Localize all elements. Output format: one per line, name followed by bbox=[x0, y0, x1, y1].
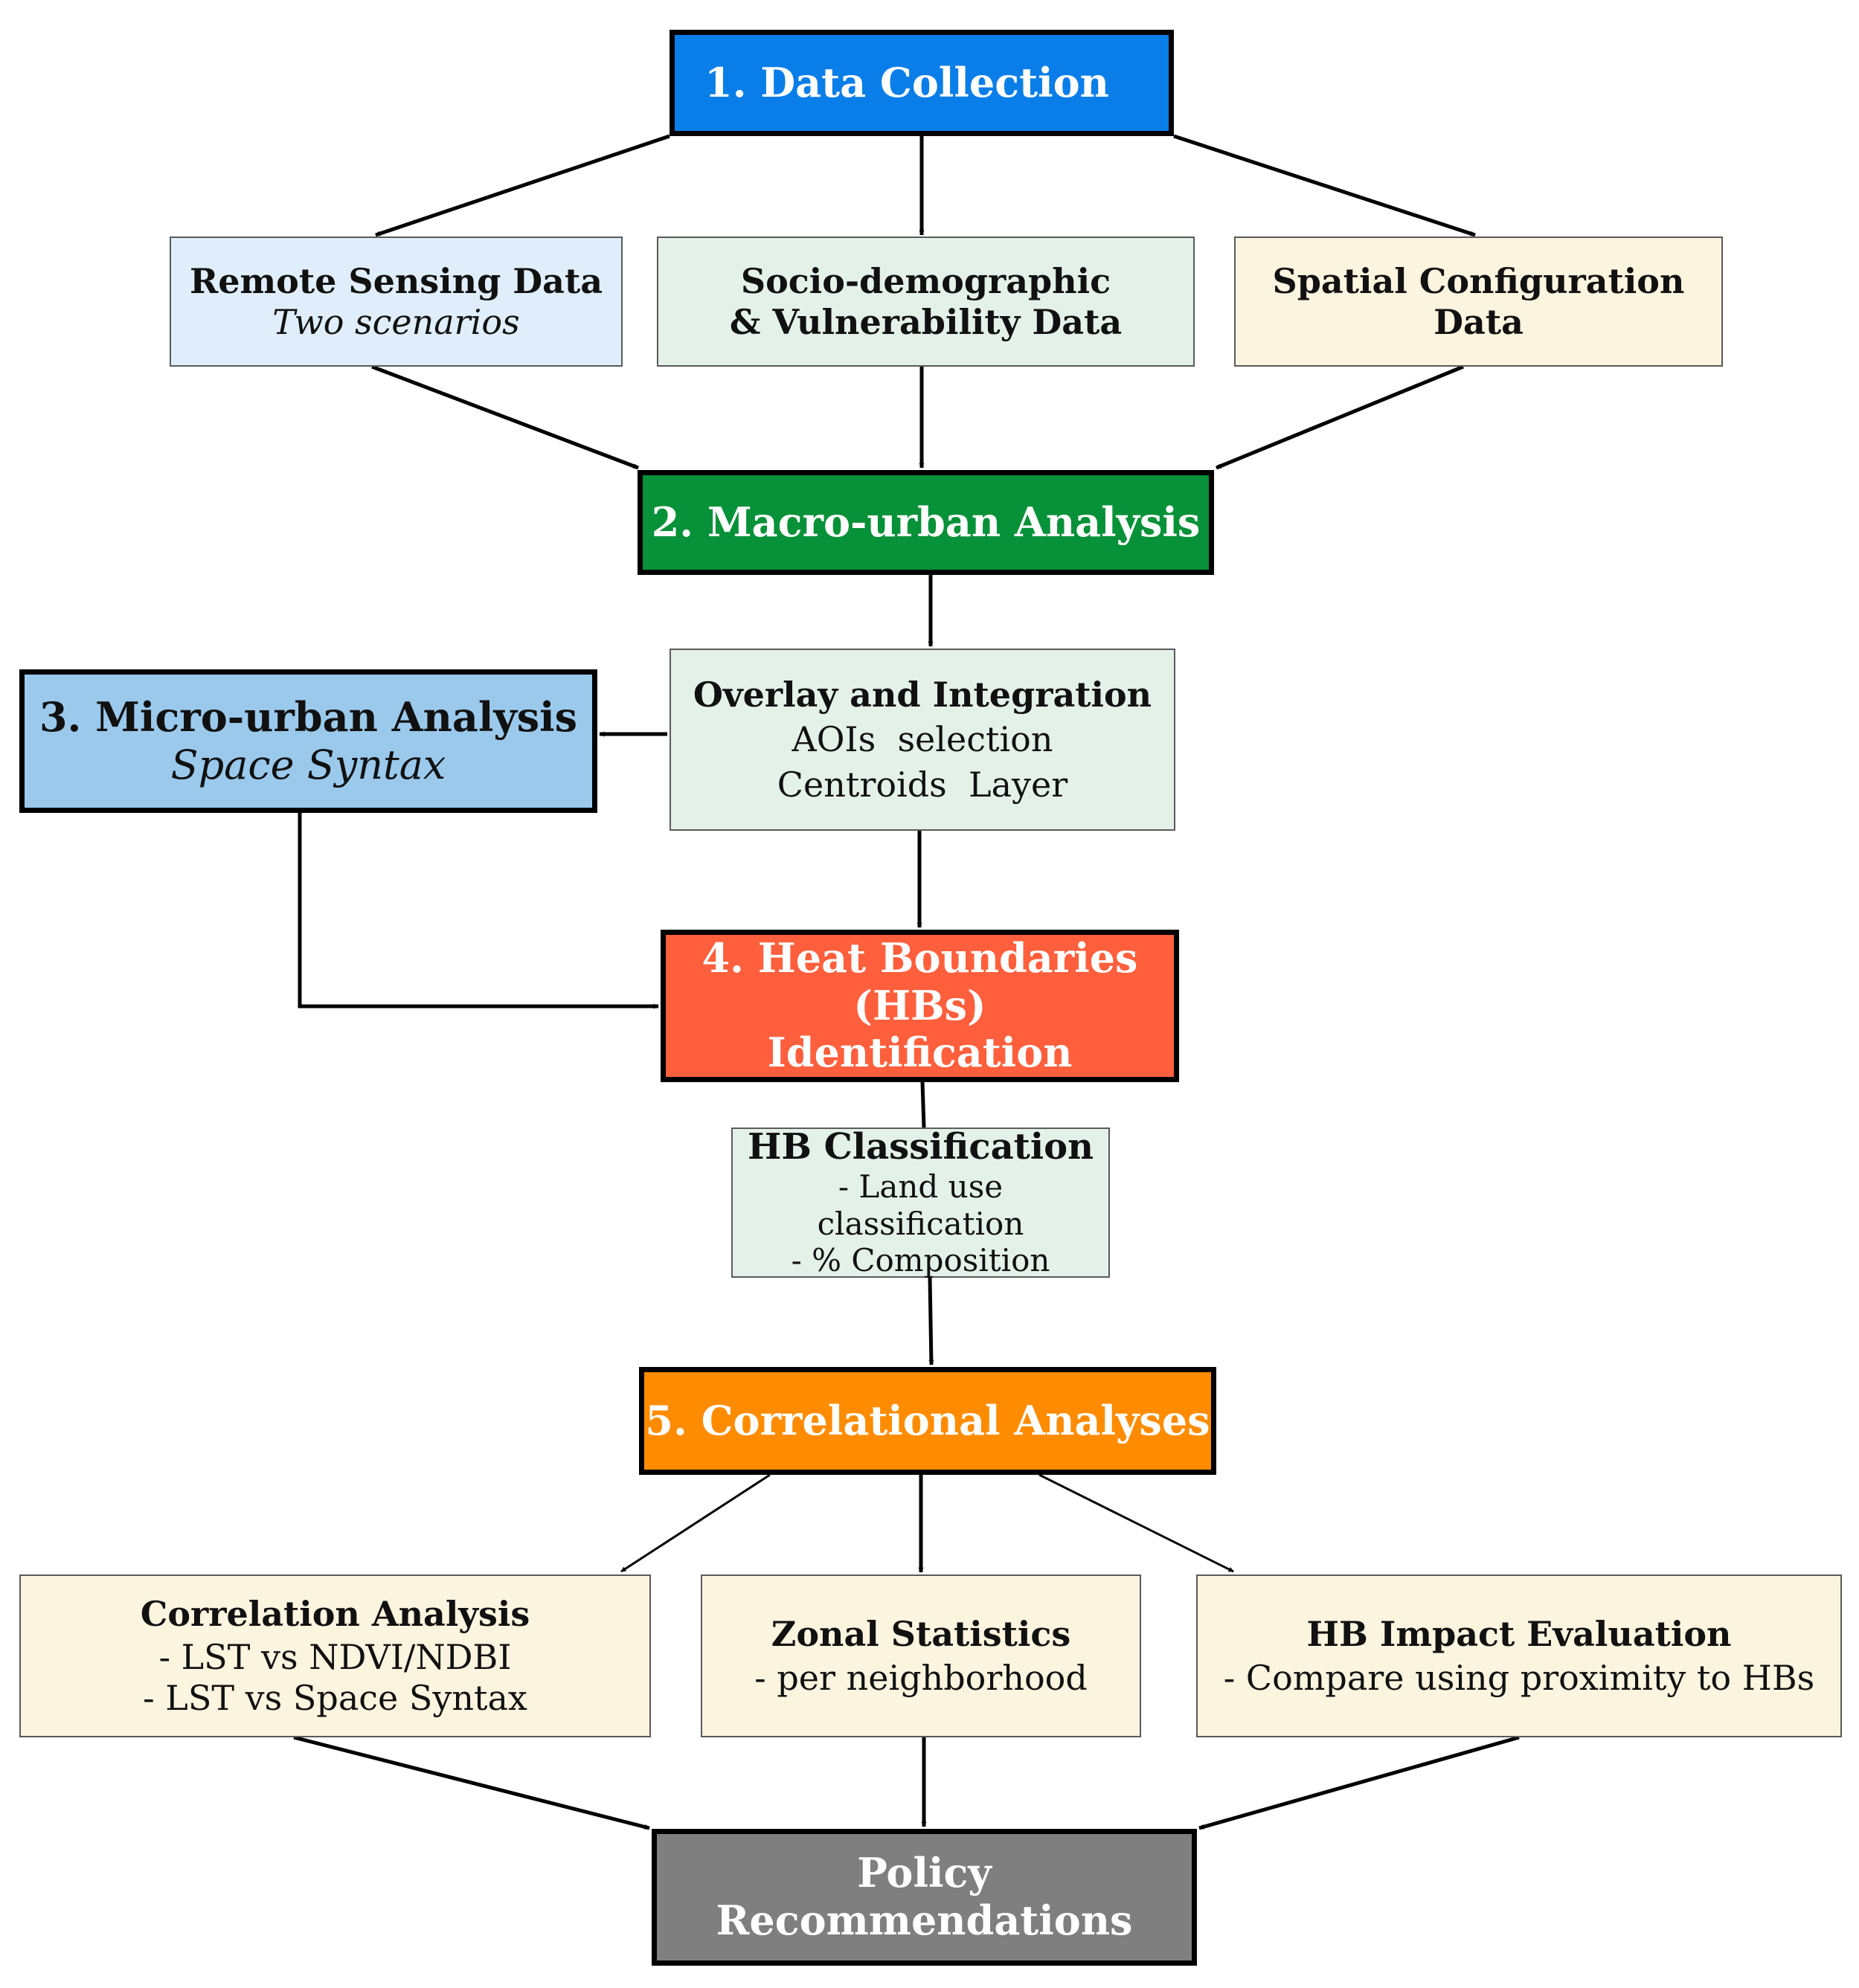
heat-boundaries-box: 4. Heat Boundaries (HBs) Identification bbox=[661, 930, 1179, 1082]
data-collection-box: 1. Data Collection bbox=[670, 30, 1174, 136]
data-collection-title: 1. Data Collection bbox=[704, 58, 1109, 106]
heat-boundaries-line-1: 4. Heat Boundaries (HBs) bbox=[701, 933, 1138, 1029]
arrow-micro-to-heat bbox=[298, 813, 659, 1009]
correlation-analysis-title: Correlation Analysis bbox=[140, 1594, 530, 1635]
hb-impact-line-1: - Compare using proximity to HBs bbox=[1223, 1657, 1815, 1698]
arrow-data-to-remote bbox=[375, 134, 670, 237]
remote-sensing-subtitle: Two scenarios bbox=[272, 301, 520, 342]
arrow-hbimpact-to-policy bbox=[1198, 1735, 1520, 1830]
spatial-configuration-title: Spatial Configuration Data bbox=[1272, 261, 1685, 342]
micro-urban-subtitle: Space Syntax bbox=[170, 741, 446, 788]
micro-urban-box: 3. Micro-urban Analysis Space Syntax bbox=[19, 669, 597, 813]
hb-classification-title: HB Classification bbox=[748, 1126, 1094, 1168]
hb-impact-title: HB Impact Evaluation bbox=[1306, 1614, 1732, 1655]
arrow-corran-to-policy bbox=[293, 1735, 650, 1830]
overlay-title: Overlay and Integration bbox=[693, 675, 1152, 715]
zonal-statistics-line-1: - per neighborhood bbox=[754, 1657, 1088, 1698]
socio-line-2: & Vulnerability Data bbox=[729, 301, 1123, 342]
remote-sensing-title: Remote Sensing Data bbox=[189, 261, 603, 302]
connector-heat-to-hbclass bbox=[920, 1081, 926, 1128]
correlational-analyses-title: 5. Correlational Analyses bbox=[645, 1396, 1210, 1444]
heat-boundaries-line-2: Identification bbox=[767, 1029, 1073, 1077]
hb-classification-line-2: - % Composition bbox=[791, 1242, 1050, 1279]
arrow-corr-to-hbimpact bbox=[1038, 1473, 1234, 1573]
macro-urban-title: 2. Macro-urban Analysis bbox=[651, 498, 1201, 546]
correlational-analyses-box: 5. Correlational Analyses bbox=[639, 1367, 1216, 1475]
overlay-line-2: Centroids Layer bbox=[777, 764, 1068, 805]
zonal-statistics-box: Zonal Statistics - per neighborhood bbox=[701, 1574, 1141, 1737]
socio-line-1: Socio-demographic bbox=[740, 261, 1111, 302]
macro-urban-box: 2. Macro-urban Analysis bbox=[638, 470, 1214, 575]
hb-impact-evaluation-box: HB Impact Evaluation - Compare using pro… bbox=[1196, 1574, 1842, 1737]
arrow-remote-to-macro bbox=[371, 364, 639, 470]
correlation-analysis-line-1: - LST vs NDVI/NDBI bbox=[158, 1637, 512, 1678]
policy-recommendations-box: Policy Recommendations bbox=[652, 1829, 1197, 1966]
zonal-statistics-title: Zonal Statistics bbox=[771, 1614, 1071, 1655]
correlation-analysis-line-2: - LST vs Space Syntax bbox=[143, 1677, 527, 1718]
correlation-analysis-box: Correlation Analysis - LST vs NDVI/NDBI … bbox=[19, 1574, 651, 1737]
overlay-integration-box: Overlay and Integration AOIs selection C… bbox=[670, 649, 1175, 831]
policy-recommendations-title: Policy Recommendations bbox=[716, 1849, 1133, 1944]
remote-sensing-box: Remote Sensing Data Two scenarios bbox=[170, 237, 623, 367]
arrow-data-to-spatial bbox=[1173, 134, 1476, 237]
arrow-corr-to-corran bbox=[620, 1473, 771, 1573]
micro-urban-title: 3. Micro-urban Analysis bbox=[39, 692, 578, 741]
arrow-spatial-to-macro bbox=[1216, 364, 1464, 470]
hb-classification-line-1: - Land use classification bbox=[817, 1168, 1024, 1242]
hb-classification-box: HB Classification - Land use classificat… bbox=[731, 1126, 1110, 1279]
spatial-configuration-box: Spatial Configuration Data bbox=[1234, 237, 1723, 367]
overlay-line-1: AOIs selection bbox=[792, 719, 1053, 760]
arrow-hbclass-to-corr bbox=[928, 1277, 934, 1365]
socio-demographic-box: Socio-demographic & Vulnerability Data bbox=[657, 237, 1195, 367]
